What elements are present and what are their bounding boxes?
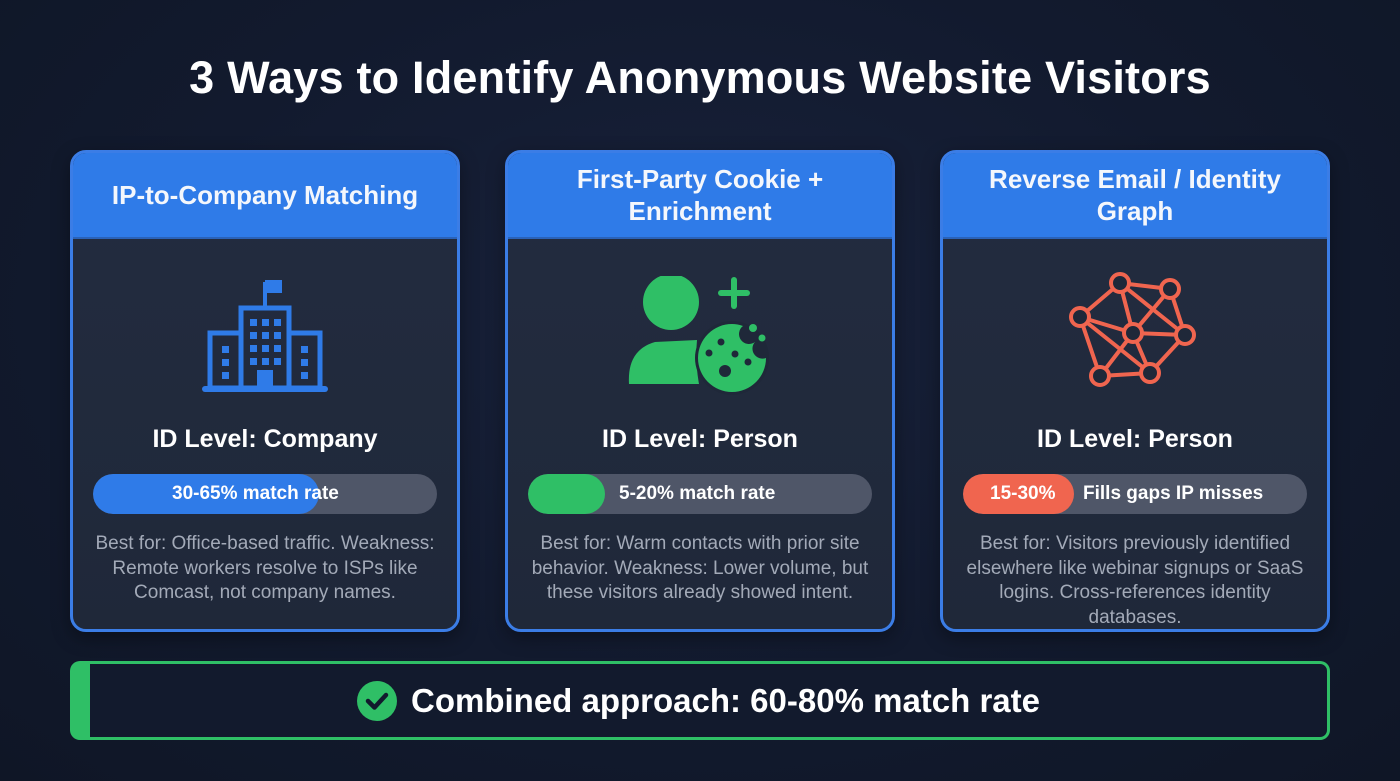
match-rate-label: 30-65% match rate <box>172 483 339 504</box>
card-description: Best for: Visitors previously identified… <box>966 533 1304 628</box>
match-rate-bar-fill <box>528 474 605 514</box>
match-rate-bar: 15-30% Fills gaps IP misses <box>963 474 1307 514</box>
page-title: 3 Ways to Identify Anonymous Website Vis… <box>189 52 1211 103</box>
network-graph-icon <box>1069 272 1196 387</box>
match-rate-label: Fills gaps IP misses <box>1083 483 1264 504</box>
match-rate-bar: 30-65% match rate <box>93 474 437 514</box>
id-level: ID Level: Person <box>602 425 798 453</box>
method-card-first-party-cookie: First-Party Cookie + Enrichment ID Level… <box>505 150 895 632</box>
id-level: ID Level: Person <box>1037 425 1233 453</box>
match-rate-bar-fill <box>963 474 1074 514</box>
card-heading: First-Party Cookie + Enrichment <box>508 153 892 239</box>
card-heading: Reverse Email / Identity Graph <box>943 153 1327 239</box>
office-building-icon <box>202 280 328 392</box>
check-circle-icon <box>357 680 397 721</box>
match-rate-bar: 5-20% match rate <box>528 474 872 514</box>
match-rate-label: 5-20% match rate <box>619 483 776 504</box>
method-card-ip-to-company: IP-to-Company Matching ID Level: Company <box>70 150 460 632</box>
card-heading: IP-to-Company Matching <box>73 153 457 239</box>
id-level: ID Level: Company <box>152 425 378 453</box>
card-description: Best for: Warm contacts with prior site … <box>531 533 869 603</box>
combined-approach-banner: Combined approach: 60-80% match rate <box>70 661 1330 740</box>
combined-approach-text: Combined approach: 60-80% match rate <box>411 681 1040 719</box>
match-rate-pill-label: 15-30% <box>990 483 1056 504</box>
method-card-identity-graph: Reverse Email / Identity Graph <box>940 150 1330 632</box>
person-add-cookie-icon <box>628 276 769 395</box>
match-rate-bar-fill <box>93 474 319 514</box>
card-description: Best for: Office-based traffic. Weakness… <box>95 533 435 603</box>
